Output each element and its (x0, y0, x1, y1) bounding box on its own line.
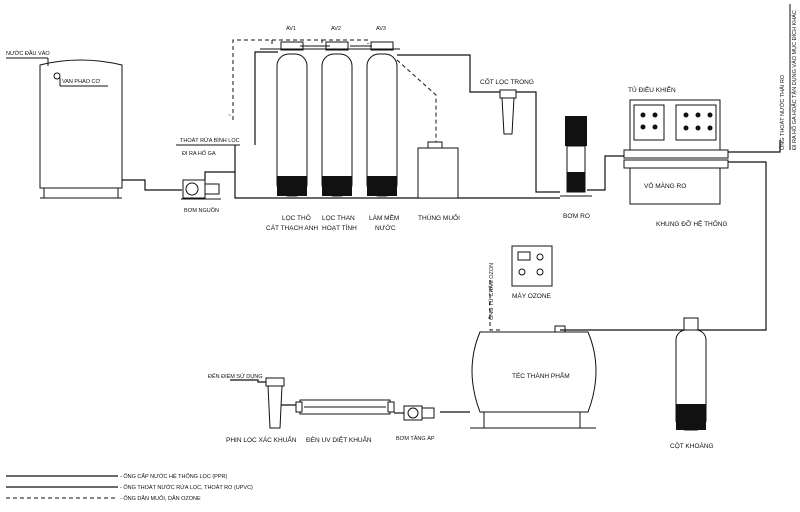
mineral-column (675, 317, 707, 431)
label-tec-thanh-pham: TÉC THÀNH PHẨM (512, 371, 570, 380)
label-bom-ro: BƠM RO (563, 213, 590, 220)
label-cot-loc-trong: CỐT LỌC TRONG (480, 76, 534, 86)
salt-tank (417, 141, 459, 199)
booster-pump (403, 405, 435, 421)
label-den-uv: ĐÈN UV DIỆT KHUẨN (306, 435, 372, 444)
label-nuoc: NƯỚC (375, 223, 396, 232)
legend-text-upvc: - ỐNG THOÁT NƯỚC RỬA LỌC, THOÁT RO (UPVC… (120, 484, 253, 491)
filter-column-1 (276, 41, 308, 197)
float-valve-icon (53, 72, 61, 80)
svg-text:~: ~ (228, 113, 231, 119)
label-phin-loc: PHIN LỌC XÁC KHUẨN (226, 435, 297, 444)
label-khung-do: KHUNG ĐỠ HỆ THỐNG (656, 218, 728, 228)
label-cot-khoang: CỘT KHOÁNG (670, 441, 714, 450)
raw-water-tank (39, 59, 123, 199)
label-bom-nguon: BƠM NGUỒN (184, 207, 219, 214)
label-tu-dieu-khien: TỦ ĐIỀU KHIỂN (628, 84, 676, 94)
label-ong-thoat-ro: ỐNG THOÁT NƯỚC THẢI RO (779, 74, 786, 150)
label-bom-tang-ap: BƠM TĂNG ÁP (396, 435, 435, 442)
legend-text-ppr: - ỐNG CẤP NƯỚC HỆ THỐNG LỌC (PPR) (120, 472, 227, 480)
label-ong-tu-cham-ozon: ỐNG TỪ CHÂM OZON (488, 263, 495, 320)
label-cat-thach-anh: CÁT THẠCH ANH (266, 223, 318, 232)
source-pump (181, 179, 221, 200)
legend-text-dashed: - ỐNG DẪN MUỐI, DẪN OZONE (120, 495, 201, 502)
label-av2: AV2 (331, 26, 341, 32)
filter-column-2 (321, 41, 353, 197)
label-vo-mang-ro: VỎ MÀNG RO (644, 181, 686, 190)
control-cabinet (629, 99, 721, 151)
cartridge-filter (501, 97, 515, 135)
filter-column-3 (366, 41, 398, 197)
label-loc-tho: LỌC THÔ (282, 213, 311, 222)
label-hoat-tinh: HOẠT TÍNH (322, 223, 357, 232)
label-may-ozone: MÁY OZONE (512, 291, 552, 300)
ro-membrane-housing (623, 149, 729, 169)
label-nuoc-dau-vao: NƯỚC ĐẦU VÀO (6, 50, 50, 57)
label-di-ra-ho-ga: ĐI RA HỐ GA (182, 150, 216, 157)
cartridge-filter-head (499, 89, 517, 99)
label-thoat-rua: THOÁT RỬA BÌNH LỌC (180, 137, 240, 144)
uv-lamp (295, 399, 395, 415)
bacteria-filter (265, 377, 285, 429)
system-frame (629, 167, 721, 205)
ro-pump (560, 116, 592, 197)
label-loc-than: LỌC THAN (322, 215, 355, 222)
label-av3: AV3 (376, 26, 386, 32)
label-thung-muoi: THÙNG MUỐI (418, 212, 460, 222)
label-den-diem-su-dung: ĐẾN ĐIỂM SỬ DỤNG (208, 373, 263, 380)
label-av1: AV1 (286, 26, 296, 32)
product-tank (470, 325, 597, 429)
label-lam-mem: LÀM MỀM (369, 212, 399, 222)
label-ong-thoat-ro-2: ĐI RA HỐ GA HOẶC TẬN DỤNG VÀO MỤC ĐÍCH K… (791, 10, 798, 150)
ozone-machine (511, 245, 553, 287)
label-van-phao-co: VAN PHAO CƠ (62, 79, 101, 85)
